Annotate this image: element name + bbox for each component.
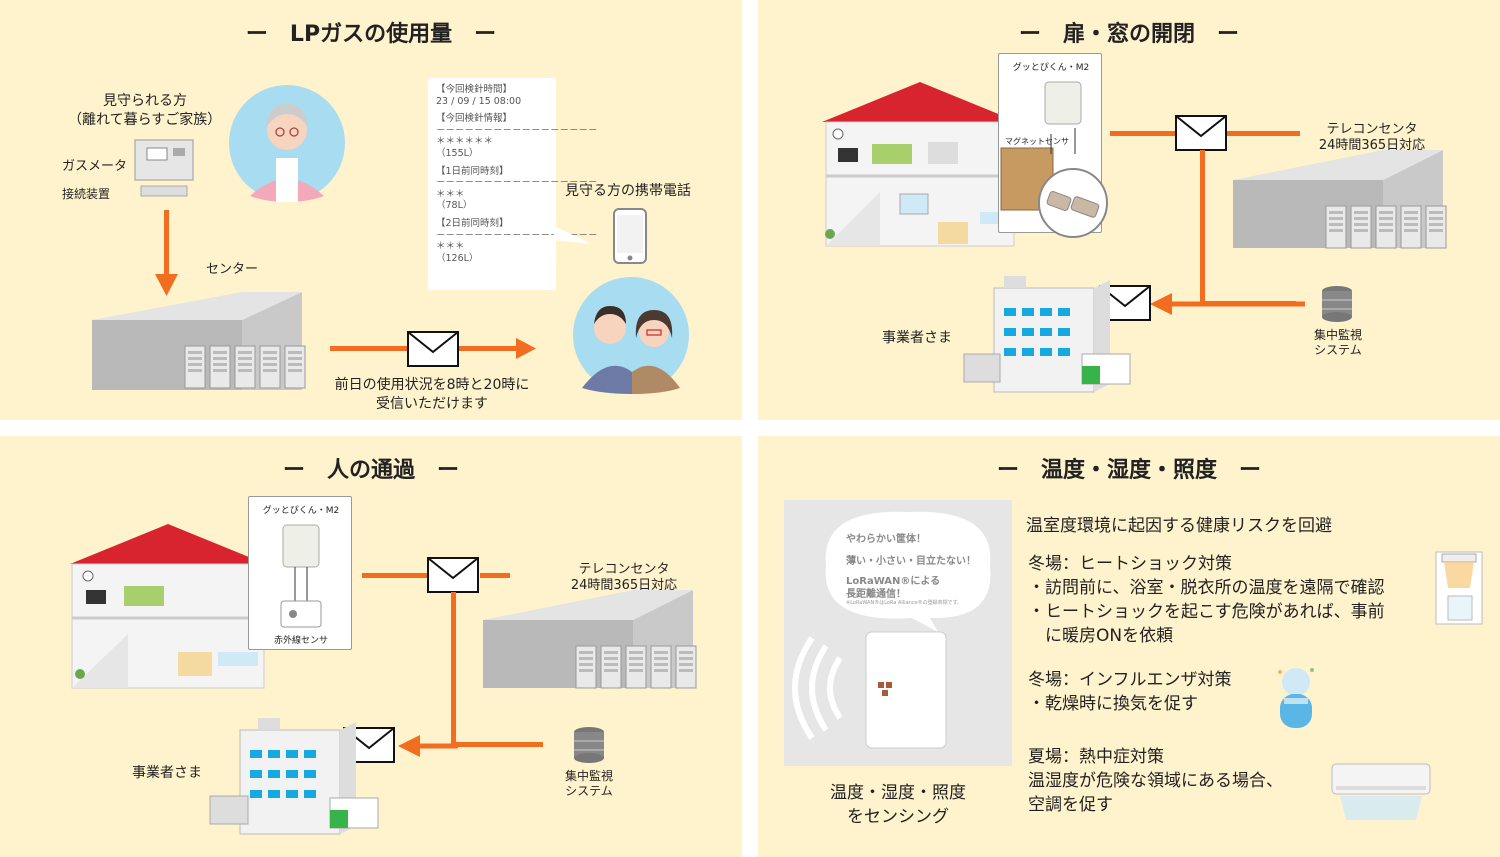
data-center-building xyxy=(483,590,697,689)
gas-meter-label: ガスメータ xyxy=(62,159,128,174)
notification-arrow xyxy=(330,331,536,367)
panel-title: ー 扉・窓の開閉 ー xyxy=(1018,22,1239,47)
message-line: －－－－－－－－－－－－－－－－－ xyxy=(436,124,598,136)
down-arrow xyxy=(155,210,178,296)
monitor-label-2: システム xyxy=(1314,343,1362,357)
house-cutaway xyxy=(70,524,266,689)
message-line: 23 / 09 / 15 08:00 xyxy=(436,95,522,107)
usage-message-card: 【今回検針時間】23 / 09 / 15 08:00【今回検針情報】－－－－－－… xyxy=(428,78,598,290)
speech-tail xyxy=(554,226,592,244)
message-line: 【今回検針時間】 xyxy=(436,84,513,95)
notification-arrow-left xyxy=(398,735,458,757)
winter-heatshock-bullet-3: に暖房ONを依頼 xyxy=(1028,626,1174,646)
message-line: 【今回検針情報】 xyxy=(436,113,513,125)
bubble-line-4: 長距離通信！ xyxy=(846,589,906,600)
monitor-label: 集中監視 xyxy=(1313,328,1362,342)
gas-meter-icon xyxy=(134,139,194,197)
device-label: グッとぴくん・M2 xyxy=(1012,63,1090,73)
winter-flu-heading: 冬場：インフルエンザ対策 xyxy=(1028,670,1232,690)
telecon-hours: 24時間365日対応 xyxy=(1318,138,1426,153)
device-label: グッとぴくん・M2 xyxy=(262,506,340,516)
message-line: （126L） xyxy=(436,252,479,264)
database-icon xyxy=(574,727,604,763)
phone-label: 見守る方の携帯電話 xyxy=(565,183,691,199)
family-icon xyxy=(573,277,689,394)
winter-heatshock-bullet-1: ・訪問前に、浴室・脱衣所の温度を遠隔で確認 xyxy=(1028,578,1385,598)
message-line: （78L） xyxy=(436,200,473,212)
message-line: －－－－－－－－－－－－－－－－－ xyxy=(436,177,598,189)
speech-bubble xyxy=(825,511,991,632)
device-card: グッとぴくん・M2 赤外線センサ xyxy=(248,496,352,650)
bubble-line-2: 薄い・小さい・目立たない！ xyxy=(846,556,976,567)
house-cutaway xyxy=(822,82,1018,247)
center-label: センター xyxy=(206,262,259,277)
monitor-label: 集中監視 xyxy=(564,769,613,783)
bubble-line-1: やわらかい筐体！ xyxy=(846,534,926,545)
sensor-device-icon xyxy=(865,631,947,749)
business-label: 事業者さま xyxy=(882,330,952,346)
infrared-sensor-icon xyxy=(280,524,322,628)
intro-text: 温室度環境に起因する健康リスクを回避 xyxy=(1026,516,1332,536)
winter-heatshock-bullet-2: ・ヒートショックを起こす危険があれば、事前 xyxy=(1028,602,1385,622)
summer-line-2: 空調を促す xyxy=(1028,795,1113,815)
telecon-hours: 24時間365日対応 xyxy=(570,578,678,593)
sensor-product-image: やわらかい筐体！ 薄い・小さい・目立たない！ LoRaWAN®による 長距離通信… xyxy=(784,500,1012,766)
sensor-label: マグネットセンサ xyxy=(1005,137,1069,146)
wireless-signal-icon xyxy=(792,636,843,740)
mobile-phone-icon xyxy=(613,208,647,264)
message-line: －－－－－－－－－－－－－－－－－ xyxy=(436,229,598,241)
message-line: 【2日前同時刻】 xyxy=(436,217,509,229)
route-line xyxy=(362,557,543,747)
watched-sublabel: （離れて暮らすご家族） xyxy=(68,112,222,128)
device-icon xyxy=(1044,81,1082,125)
office-building xyxy=(209,718,379,835)
message-line: ＊＊＊ xyxy=(436,188,465,200)
panel-environment: ー 温度・湿度・照度 ー やわらかい筐体！ 薄い・小さい・目立たない！ LoRa… xyxy=(758,436,1500,857)
sensor-label: 赤外線センサ xyxy=(273,636,328,646)
sensing-caption-2: をセンシング xyxy=(847,807,949,827)
message-line: （155L） xyxy=(436,147,479,159)
bathroom-heater-icon xyxy=(1435,551,1483,625)
magnet-sensor-icon xyxy=(1038,168,1108,238)
summer-line-1: 温湿度が危険な領域にある場合、 xyxy=(1028,771,1283,791)
watched-label: 見守られる方 xyxy=(103,93,187,109)
office-building xyxy=(963,276,1131,393)
panel-title: ー 温度・湿度・照度 ー xyxy=(996,458,1261,483)
bubble-note: ※LoRaWAN®はLoRa Alliance®の登録商標です。 xyxy=(846,600,963,606)
bubble-line-3: LoRaWAN®による xyxy=(846,576,941,587)
telecon-label: テレコンセンタ xyxy=(578,562,670,577)
caption-line-1: 前日の使用状況を8時と20時に xyxy=(334,377,530,393)
database-icon xyxy=(1322,286,1352,322)
panel-title: ー 人の通過 ー xyxy=(282,458,459,483)
notification-arrow-h xyxy=(1110,115,1300,151)
monitor-label-2: システム xyxy=(565,784,613,798)
air-conditioner-icon xyxy=(1331,763,1431,820)
message-line: 【1日前同時刻】 xyxy=(436,165,509,177)
summer-heading: 夏場：熱中症対策 xyxy=(1028,747,1164,767)
message-line: ＊＊＊ xyxy=(436,241,465,253)
panel-person-passing: ー 人の通過 ー グッとぴくん・M2 赤外線センサ テレコンセンタ 24時間36… xyxy=(0,436,742,857)
panel-door-window: ー 扉・窓の開閉 ー グッとぴくん・M2 マグネットセンサ xyxy=(758,0,1500,420)
message-line: ＊＊＊＊＊＊ xyxy=(436,136,494,148)
notification-arrow-left xyxy=(1099,285,1305,321)
data-center-building xyxy=(1233,150,1447,249)
telecon-label: テレコンセンタ xyxy=(1326,122,1418,137)
winter-flu-bullet-1: ・乾燥時に換気を促す xyxy=(1028,694,1198,714)
panel-title: ー LPガスの使用量 ー xyxy=(245,22,497,47)
data-center-building xyxy=(92,292,306,390)
business-label: 事業者さま xyxy=(132,765,202,781)
elderly-person-icon xyxy=(229,85,345,202)
caption-line-2: 受信いただけます xyxy=(376,396,488,412)
winter-heatshock-heading: 冬場：ヒートショック対策 xyxy=(1028,554,1232,574)
humidifier-icon xyxy=(1278,668,1314,728)
panel-lp-gas: ー LPガスの使用量 ー 見守られる方 （離れて暮らすご家族） ガスメータ 接続… xyxy=(0,0,742,420)
connector-label: 接続装置 xyxy=(62,187,111,201)
sensing-caption-1: 温度・湿度・照度 xyxy=(830,783,966,803)
